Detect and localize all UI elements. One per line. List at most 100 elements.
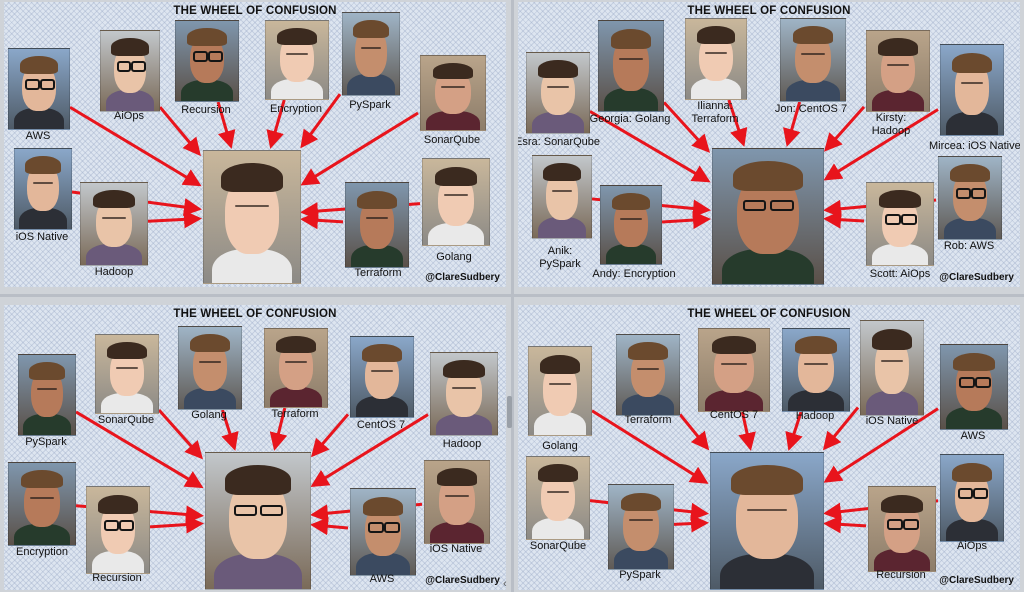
- glasses-icon: [384, 521, 400, 533]
- hair-shape: [19, 56, 59, 74]
- shoulders-shape: [872, 243, 928, 265]
- arrow-to-center: [300, 111, 419, 186]
- person-caption: Encryption: [16, 546, 68, 558]
- eyes-shape: [370, 369, 394, 372]
- shoulders-shape: [533, 412, 587, 435]
- shoulders-shape: [426, 110, 480, 130]
- glasses-icon: [971, 188, 987, 200]
- person-caption: Anik: PySpark: [539, 245, 581, 270]
- person-photo: [940, 344, 1008, 430]
- person-caption: AWS: [960, 430, 986, 442]
- eyes-shape: [960, 81, 984, 84]
- hair-shape: [952, 352, 996, 372]
- glasses-icon: [116, 61, 132, 73]
- shoulders-shape: [719, 553, 815, 589]
- person-photo: [350, 488, 416, 576]
- person-photo: [780, 18, 846, 102]
- eyes-shape: [746, 508, 788, 511]
- person-caption: Jon: CentOS 7: [774, 103, 848, 115]
- arrow-to-center: [147, 210, 202, 229]
- hair-shape: [952, 462, 992, 482]
- shoulders-shape: [14, 523, 70, 545]
- hair-shape: [711, 336, 757, 355]
- person-photo: [265, 20, 329, 100]
- arrow-to-center: [823, 515, 867, 534]
- person-photo: [86, 486, 150, 574]
- hair-shape: [880, 494, 924, 514]
- glasses-icon: [234, 504, 257, 516]
- person-caption: iOS Native: [429, 543, 483, 555]
- person-photo: [600, 185, 662, 265]
- chevron-left-icon[interactable]: ‹: [503, 578, 507, 590]
- person-caption: Terraform: [624, 414, 672, 426]
- shoulders-shape: [269, 386, 323, 407]
- glasses-icon: [886, 518, 903, 530]
- eyes-shape: [102, 216, 126, 219]
- shoulders-shape: [945, 111, 999, 135]
- eyes-shape: [546, 85, 570, 88]
- glasses-icon: [742, 200, 767, 212]
- arrow-to-center: [661, 211, 711, 230]
- person-caption: Hadoop: [442, 438, 482, 450]
- hair-shape: [543, 163, 581, 182]
- glasses-icon: [368, 521, 384, 533]
- hair-shape: [434, 166, 478, 186]
- hair-shape: [432, 62, 474, 79]
- hair-shape: [20, 470, 64, 489]
- eyes-shape: [441, 86, 465, 89]
- eyes-shape: [32, 181, 54, 184]
- eyes-shape: [285, 52, 309, 55]
- glasses-icon: [25, 79, 40, 91]
- hair-shape: [872, 329, 912, 351]
- center-photo: [712, 148, 824, 285]
- glasses-icon: [192, 51, 208, 63]
- hair-shape: [25, 156, 61, 174]
- eyes-shape: [636, 367, 660, 370]
- person-caption: Golang: [542, 440, 578, 452]
- shoulders-shape: [531, 517, 585, 539]
- person-photo: [526, 52, 590, 134]
- hair-shape: [628, 342, 668, 360]
- person-caption: Esra: SonarQube: [518, 136, 600, 148]
- person-caption: Georgia: Golang: [589, 113, 671, 125]
- shoulders-shape: [788, 389, 844, 411]
- arrow-to-center: [149, 515, 204, 534]
- arrow-to-center: [310, 517, 349, 536]
- person-photo: [868, 486, 936, 572]
- eyes-shape: [548, 383, 572, 386]
- person-caption: Hadoop: [94, 266, 134, 278]
- shoulders-shape: [347, 73, 395, 95]
- shoulders-shape: [721, 248, 815, 284]
- person-photo: [698, 328, 770, 412]
- eyes-shape: [445, 494, 469, 497]
- eyes-shape: [880, 359, 904, 362]
- eyes-shape: [444, 194, 468, 197]
- scrollbar-thumb[interactable]: [507, 396, 512, 428]
- shoulders-shape: [180, 80, 234, 101]
- person-photo: [264, 328, 328, 408]
- glasses-icon: [973, 487, 989, 499]
- hair-shape: [357, 190, 397, 210]
- eyes-shape: [629, 519, 653, 522]
- shoulders-shape: [356, 552, 410, 575]
- person-caption: Terraform: [271, 408, 319, 420]
- person-photo: [80, 182, 148, 266]
- eyes-shape: [198, 360, 222, 363]
- glasses-icon: [40, 79, 55, 91]
- glasses-icon: [103, 519, 119, 531]
- hair-shape: [878, 38, 918, 56]
- person-caption: Hadoop: [795, 410, 835, 422]
- hair-shape: [221, 162, 283, 192]
- person-photo: [8, 48, 70, 130]
- hair-shape: [98, 494, 138, 514]
- hair-shape: [952, 53, 992, 73]
- eyes-shape: [551, 189, 573, 192]
- hair-shape: [92, 190, 136, 209]
- glasses-icon: [260, 504, 283, 516]
- person-photo: [430, 352, 498, 436]
- person-photo: [528, 346, 592, 436]
- eyes-shape: [284, 360, 308, 363]
- glasses-icon: [208, 51, 224, 63]
